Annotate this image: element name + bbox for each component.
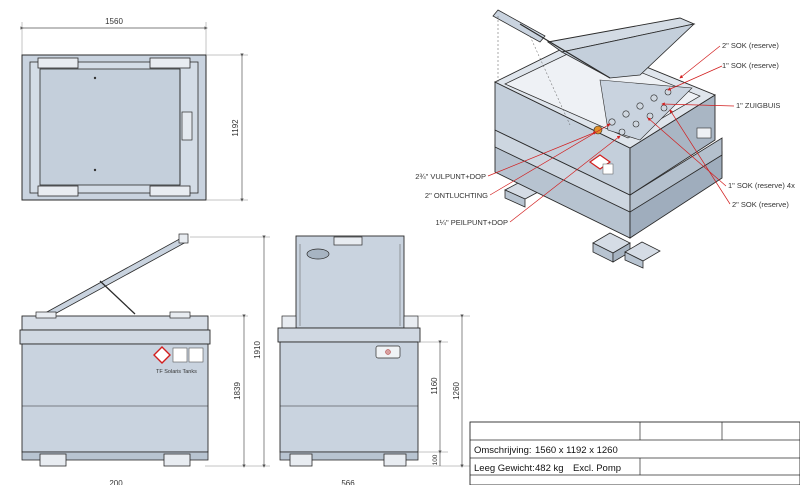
dim-front-open-height: 1910	[253, 341, 262, 359]
title-row1-value: 1560 x 1192 x 1260	[535, 445, 618, 456]
dim-side-body-height: 1160	[430, 377, 439, 395]
dim-top-depth: 1192	[231, 119, 240, 137]
label-sok-1-reserve-top: 1" SOK (reserve)	[722, 61, 779, 70]
brand-label: TF Solaris Tanks	[156, 369, 197, 375]
title-row2-value: 482 kg	[535, 463, 564, 474]
label-zuigbuis: 1" ZUIGBUIS	[736, 101, 780, 110]
label-sok-1-reserve-4x: 1" SOK (reserve) 4x	[728, 181, 795, 190]
dim-side-foot-height: 100	[432, 454, 439, 465]
title-row2-extra: Excl. Pomp	[573, 463, 621, 474]
side-view: 1160 1260 100 566	[277, 235, 470, 485]
fittings	[593, 88, 672, 136]
callouts: 2" SOK (reserve) 1" SOK (reserve) 1" ZUI…	[415, 41, 795, 227]
dim-bottom-b: 566	[341, 479, 355, 485]
top-view: 1560 1192	[20, 17, 248, 202]
dim-front-overall-height: 1839	[233, 382, 242, 400]
label-sok-2-reserve-top: 2" SOK (reserve)	[722, 41, 779, 50]
front-view: TF Solaris Tanks 1839 1910 200	[19, 233, 270, 485]
title-row1-label: Omschrijving:	[474, 445, 532, 456]
title-block: Omschrijving: 1560 x 1192 x 1260 Leeg Ge…	[469, 421, 800, 485]
label-sok-2-reserve-bottom: 2" SOK (reserve)	[732, 200, 789, 209]
isometric-view	[492, 9, 723, 269]
title-row2-label: Leeg Gewicht:	[474, 463, 535, 474]
dim-side-total-height: 1260	[452, 382, 461, 400]
dim-bottom-a: 200	[109, 479, 123, 485]
label-vulpunt: 2¾" VULPUNT+DOP	[415, 172, 486, 181]
label-ontluchting: 2" ONTLUCHTING	[425, 191, 488, 200]
dim-top-width: 1560	[105, 17, 123, 26]
label-peilpunt: 1¼" PEILPUNT+DOP	[436, 218, 508, 227]
